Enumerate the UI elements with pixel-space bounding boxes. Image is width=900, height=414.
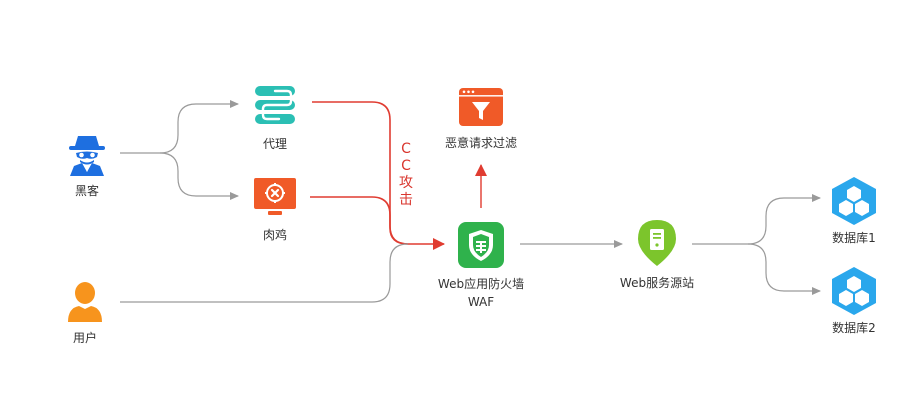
database-hexagon-icon xyxy=(832,177,876,225)
waf-label-line2: WAF xyxy=(467,295,495,309)
db2-label: 数据库2 xyxy=(832,321,876,335)
proxy-server-icon xyxy=(255,86,295,124)
database-hexagon-icon xyxy=(832,267,876,315)
user-icon xyxy=(68,282,102,322)
compromised-monitor-icon xyxy=(254,178,296,215)
waf-label-line1: Web应用防火墙 xyxy=(437,277,525,291)
cc-attack-char: C xyxy=(401,158,411,174)
hacker-to-zombie-line xyxy=(159,152,239,200)
user-to-waf-line xyxy=(120,243,409,303)
origin-label: Web服务源站 xyxy=(619,276,695,290)
hacker-label: 黑客 xyxy=(74,184,100,198)
shield-firewall-icon xyxy=(458,222,504,268)
proxy-attack-line xyxy=(312,101,445,250)
hacker-to-proxy-line xyxy=(120,100,239,154)
zombie-label: 肉鸡 xyxy=(262,228,288,242)
db1-label: 数据库1 xyxy=(832,231,876,245)
spy-hacker-icon xyxy=(69,136,105,176)
cc-attack-char: C xyxy=(401,141,411,157)
proxy-label: 代理 xyxy=(262,137,288,151)
origin-to-db2-line xyxy=(747,243,821,295)
server-location-pin-icon xyxy=(638,220,676,266)
browser-filter-icon xyxy=(459,88,503,126)
cc-attack-char: 击 xyxy=(399,192,413,208)
zombie-attack-line xyxy=(310,196,409,245)
user-label: 用户 xyxy=(72,331,98,345)
filter-label: 恶意请求过滤 xyxy=(444,136,518,150)
origin-to-db1-line xyxy=(692,194,821,245)
cc-attack-label: C C 攻 击 xyxy=(396,141,416,209)
cc-attack-char: 攻 xyxy=(399,175,413,191)
